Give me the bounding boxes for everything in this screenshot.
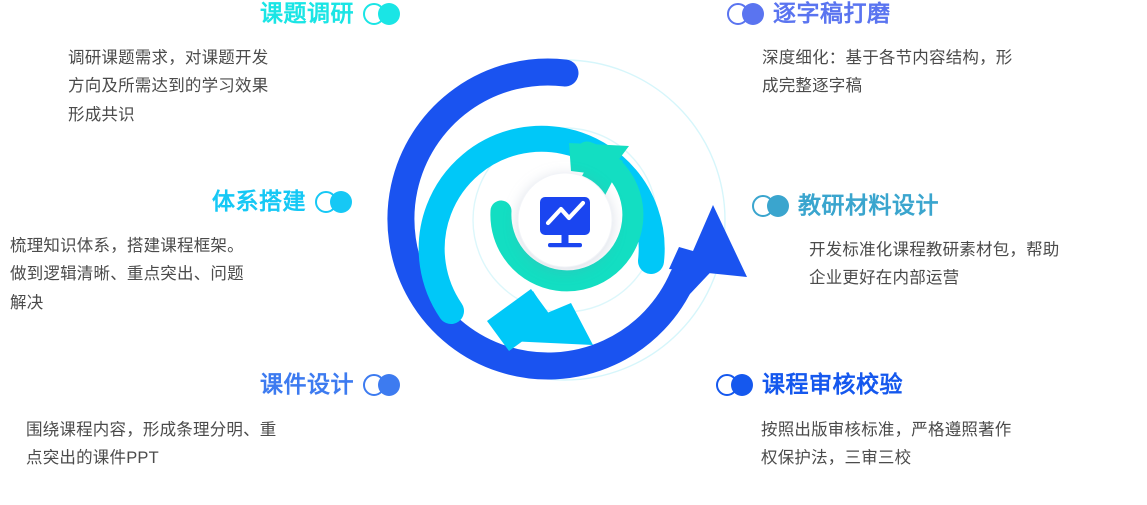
- step-title: 课程审核校验: [762, 371, 903, 397]
- step-courseware-design: 课件设计 围绕课程内容，形成条理分明、重 点突出的课件PPT: [0, 371, 400, 473]
- twin-circles-icon: [752, 194, 789, 217]
- step-system-building: 体系搭建 梳理知识体系，搭建课程框架。 做到逻辑清晰、重点突出、问题 解决: [0, 188, 352, 318]
- monitor-chart-icon: [540, 197, 590, 248]
- step-description: 开发标准化课程教研素材包，帮助 企业更好在内部运营: [809, 240, 1060, 288]
- step-title: 课件设计: [260, 371, 354, 397]
- twin-circles-icon: [727, 2, 764, 25]
- outer-arc: [387, 58, 747, 380]
- step-title: 体系搭建: [212, 188, 306, 214]
- step-header: 课程审核校验: [716, 371, 1147, 399]
- twin-circles-icon: [716, 373, 753, 396]
- step-description: 围绕课程内容，形成条理分明、重 点突出的课件PPT: [26, 420, 277, 468]
- icon-dot: [378, 2, 400, 25]
- step-topic-research: 课题调研 调研课题需求，对课题开发 方向及所需达到的学习效果 形成共识: [0, 0, 400, 130]
- step-course-review: 课程审核校验 按照出版审核标准，严格遵照著作 权保护法，三审三校: [716, 371, 1147, 473]
- twin-circles-icon: [363, 373, 400, 396]
- twin-circles-icon: [315, 190, 352, 213]
- step-header: 逐字稿打磨: [727, 0, 1147, 28]
- step-description: 调研课题需求，对课题开发 方向及所需达到的学习效果 形成共识: [68, 48, 269, 125]
- icon-dot: [742, 2, 764, 25]
- step-script-polishing: 逐字稿打磨 深度细化：基于各节内容结构，形 成完整逐字稿: [727, 0, 1147, 101]
- step-header: 课题调研: [0, 0, 400, 28]
- step-title: 课题调研: [260, 0, 354, 26]
- step-description: 梳理知识体系，搭建课程框架。 做到逻辑清晰、重点突出、问题 解决: [10, 236, 244, 313]
- step-header: 体系搭建: [0, 188, 352, 216]
- icon-dot: [330, 190, 352, 213]
- step-header: 课件设计: [0, 371, 400, 399]
- step-description: 深度细化：基于各节内容结构，形 成完整逐字稿: [762, 48, 1013, 96]
- step-teaching-material-design: 教研材料设计 开发标准化课程教研素材包，帮助 企业更好在内部运营: [752, 192, 1147, 293]
- step-title: 教研材料设计: [798, 192, 939, 218]
- cycle-diagram: [375, 15, 765, 415]
- icon-dot: [767, 194, 789, 217]
- step-header: 教研材料设计: [752, 192, 1147, 220]
- step-description: 按照出版审核标准，严格遵照著作 权保护法，三审三校: [761, 420, 1012, 468]
- icon-dot: [731, 373, 753, 396]
- step-title: 逐字稿打磨: [773, 0, 891, 26]
- twin-circles-icon: [363, 2, 400, 25]
- icon-dot: [378, 373, 400, 396]
